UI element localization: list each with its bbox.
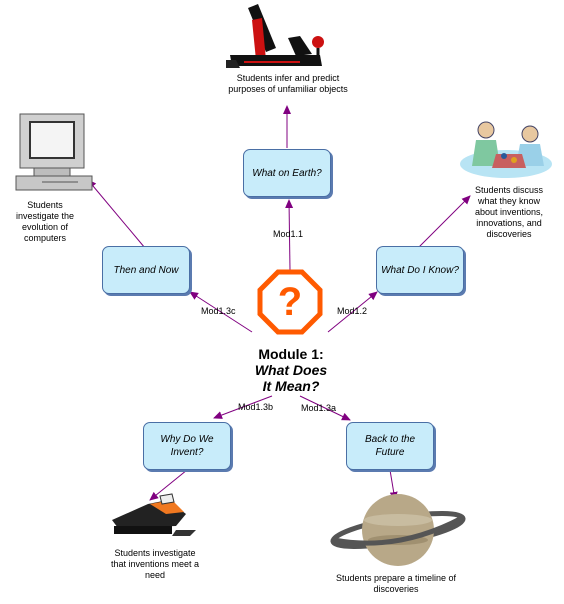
connector-what-do-i-know xyxy=(327,291,378,333)
node-why-do-we-invent-label: Why Do We Invent? xyxy=(160,434,214,458)
connector-then-and-now xyxy=(189,291,253,333)
caption-what-on-earth: Students infer and predict purposes of u… xyxy=(228,73,348,94)
snowmobile-icon xyxy=(112,493,196,536)
node-back-to-the-future[interactable]: Back to the Future xyxy=(346,422,434,470)
svg-text:?: ? xyxy=(278,280,302,324)
module-title-line1: Module 1: xyxy=(258,346,324,362)
connector-to-snowmobile xyxy=(149,469,188,501)
connector-back-to-future xyxy=(299,395,351,421)
node-why-do-we-invent[interactable]: Why Do We Invent? xyxy=(143,422,231,470)
node-then-and-now-label: Then and Now xyxy=(113,264,179,276)
caption-then-and-now: Students investigate the evolution of co… xyxy=(15,200,75,243)
link-label-mod1-1: Mod1.1 xyxy=(273,229,304,239)
caption-back-to-the-future: Students prepare a timeline of discoveri… xyxy=(335,573,457,594)
students-discussing-icon xyxy=(460,121,552,178)
link-label-mod1-2: Mod1.2 xyxy=(337,306,368,316)
node-back-to-the-future-label: Back to the Future xyxy=(364,434,416,458)
link-label-mod1-3c: Mod1.3c xyxy=(201,306,236,316)
module-title: Module 1: What Does It Mean? xyxy=(246,346,336,394)
node-what-do-i-know-label: What Do I Know? xyxy=(381,264,459,276)
connector-why-do-we-invent xyxy=(213,395,273,419)
saturn-icon xyxy=(330,494,466,566)
link-label-mod1-3a: Mod1.3a xyxy=(301,403,337,413)
plane-tool-icon xyxy=(226,4,324,68)
connector-to-computer xyxy=(87,179,146,249)
node-what-do-i-know[interactable]: What Do I Know? xyxy=(376,246,464,294)
question-mark-icon: ? xyxy=(257,269,323,335)
module-title-line2: What Does xyxy=(254,362,328,378)
node-what-on-earth[interactable]: What on Earth? xyxy=(243,149,331,197)
connector-to-students xyxy=(417,195,471,249)
caption-what-do-i-know: Students discuss what they know about in… xyxy=(474,185,544,239)
computer-icon xyxy=(15,113,93,191)
connector-what-on-earth xyxy=(285,199,294,271)
node-then-and-now[interactable]: Then and Now xyxy=(102,246,190,294)
caption-why-do-we-invent: Students investigate that inventions mee… xyxy=(110,548,200,580)
node-what-on-earth-label: What on Earth? xyxy=(252,167,322,179)
link-label-mod1-3b: Mod1.3b xyxy=(238,402,274,412)
module-title-line3: It Mean? xyxy=(262,378,320,394)
